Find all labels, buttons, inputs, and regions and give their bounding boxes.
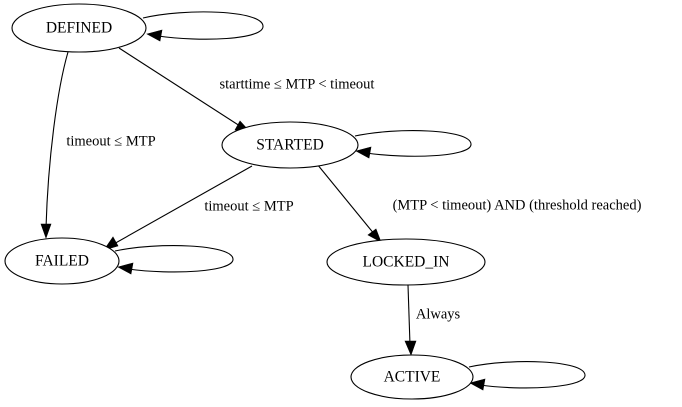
edge-started-to-locked-in[interactable]: (MTP < timeout) AND (threshold reached) xyxy=(316,163,642,243)
edge-line xyxy=(45,51,69,229)
edge-label-locked-in-active: Always xyxy=(416,306,461,322)
arrowhead-icon xyxy=(367,228,382,243)
node-label-active: ACTIVE xyxy=(384,369,441,386)
node-started[interactable]: STARTED xyxy=(221,121,359,169)
arrowhead-icon xyxy=(404,340,417,356)
node-label-defined: DEFINED xyxy=(46,20,112,37)
node-label-started: STARTED xyxy=(256,137,324,154)
arrowhead-icon xyxy=(117,262,134,275)
node-label-failed: FAILED xyxy=(35,253,89,270)
arrowhead-icon xyxy=(40,223,52,239)
edge-line xyxy=(114,245,234,273)
edge-active-self-loop[interactable] xyxy=(468,361,586,391)
edge-label-started-locked-in: (MTP < timeout) AND (threshold reached) xyxy=(393,197,642,213)
edge-locked-in-to-active[interactable]: Always xyxy=(404,284,461,356)
node-locked-in[interactable]: LOCKED_IN xyxy=(326,238,486,286)
arrowhead-icon xyxy=(469,378,486,391)
edge-defined-self-loop[interactable] xyxy=(142,11,264,42)
nodes-layer: DEFINED STARTED FAILED LOCKED_IN ACTIVE xyxy=(4,3,486,400)
edge-line xyxy=(316,163,376,236)
edge-label-started-failed: timeout ≤ MTP xyxy=(204,198,293,214)
node-failed[interactable]: FAILED xyxy=(4,237,120,285)
node-shape xyxy=(11,3,147,53)
node-shape xyxy=(326,238,486,286)
arrowhead-icon xyxy=(146,29,163,42)
edge-line xyxy=(111,165,253,246)
node-shape xyxy=(221,121,359,169)
node-defined[interactable]: DEFINED xyxy=(11,3,147,53)
node-active[interactable]: ACTIVE xyxy=(350,354,474,400)
edge-line xyxy=(354,130,472,157)
arrowhead-icon xyxy=(355,146,372,159)
edge-label-defined-failed: timeout ≤ MTP xyxy=(66,133,155,149)
edge-started-to-failed[interactable]: timeout ≤ MTP xyxy=(103,165,294,251)
edge-line xyxy=(468,361,586,389)
edges-layer: starttime ≤ MTP < timeout timeout ≤ MTP … xyxy=(40,11,642,391)
edge-line xyxy=(142,11,264,40)
edge-label-defined-started: starttime ≤ MTP < timeout xyxy=(220,76,375,92)
node-label-locked-in: LOCKED_IN xyxy=(363,254,450,271)
edge-defined-to-started[interactable]: starttime ≤ MTP < timeout xyxy=(118,47,375,133)
edge-failed-self-loop[interactable] xyxy=(114,245,234,275)
node-shape xyxy=(4,237,120,285)
edge-line xyxy=(407,284,411,346)
edge-line xyxy=(118,47,244,129)
node-shape xyxy=(350,354,474,400)
edge-started-self-loop[interactable] xyxy=(354,130,472,159)
edge-defined-to-failed[interactable]: timeout ≤ MTP xyxy=(40,51,156,239)
